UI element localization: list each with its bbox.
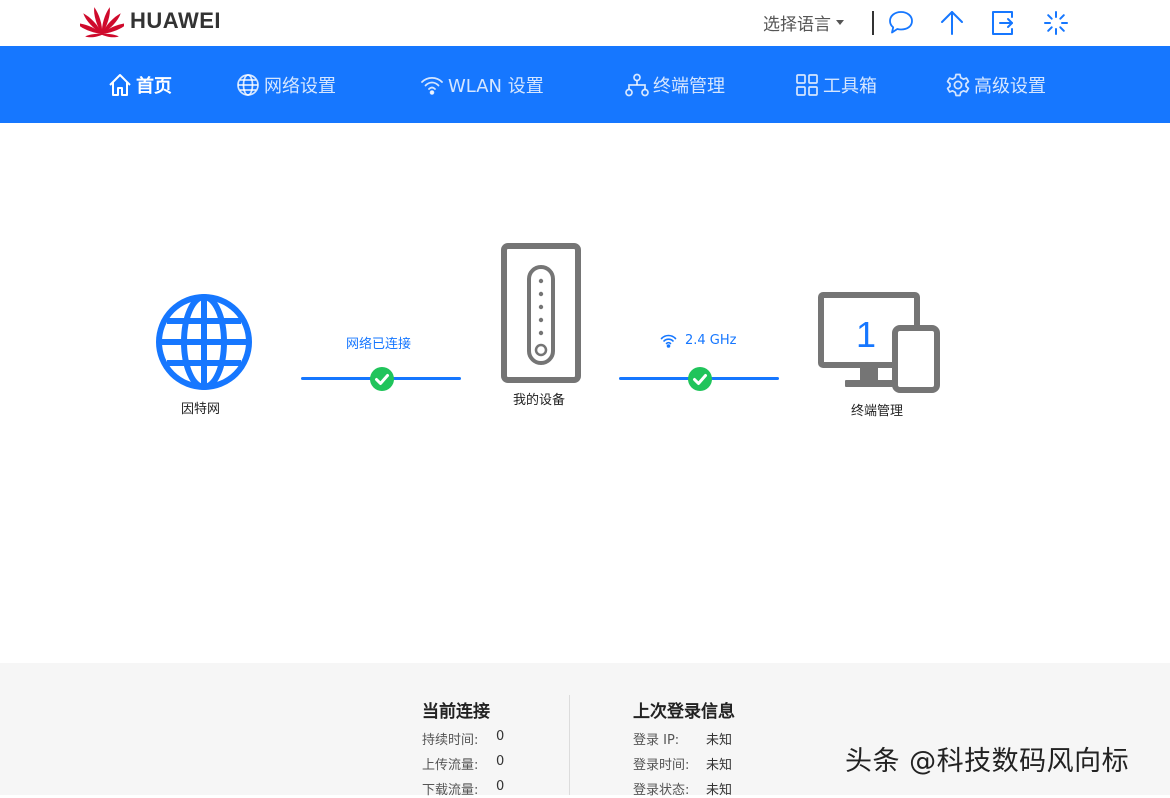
internet-label: 因特网 bbox=[181, 402, 221, 417]
nav-terminal-label: 终端管理 bbox=[653, 75, 725, 97]
wifi-band-text: 2.4 GHz bbox=[685, 333, 737, 348]
current-connection-title: 当前连接 bbox=[422, 702, 490, 722]
wan-status-text: 网络已连接 bbox=[346, 337, 412, 352]
monitor-tablet-icon bbox=[818, 292, 940, 393]
top-bar: HUAWEI 选择语言 bbox=[0, 0, 1170, 46]
language-selector[interactable]: 选择语言 bbox=[763, 10, 844, 35]
topology-icon bbox=[625, 73, 649, 96]
language-label: 选择语言 bbox=[763, 15, 831, 35]
huawei-logo[interactable]: HUAWEI bbox=[80, 3, 221, 39]
nav-toolbox-label: 工具箱 bbox=[823, 75, 877, 97]
nav-terminal-management[interactable]: 终端管理 bbox=[624, 46, 725, 123]
nav-wlan-settings[interactable]: WLAN 设置 bbox=[419, 46, 544, 123]
caret-down-icon bbox=[836, 20, 844, 25]
login-status-label: 登录状态: bbox=[633, 783, 690, 798]
nav-network-settings[interactable]: 网络设置 bbox=[235, 46, 336, 123]
watermark-text: 头条 @科技数码风向标 bbox=[845, 746, 1130, 777]
gear-icon bbox=[946, 73, 970, 96]
info-panel: 当前连接 持续时间: 0 上传流量: 0 下载流量: 0 上次登录信息 登录 I… bbox=[0, 663, 1170, 798]
wan-connected-check-icon bbox=[370, 367, 394, 391]
login-status-value: 未知 bbox=[706, 783, 733, 798]
upload-label: 上传流量: bbox=[422, 758, 479, 773]
grid-icon bbox=[796, 73, 818, 96]
download-value: 0 bbox=[496, 779, 505, 794]
wlan-connected-check-icon bbox=[688, 367, 712, 391]
chat-bubble-icon[interactable] bbox=[887, 9, 915, 37]
last-login-title: 上次登录信息 bbox=[633, 702, 735, 722]
brand-name: HUAWEI bbox=[130, 8, 221, 33]
internet-globe-icon[interactable] bbox=[154, 292, 254, 392]
terminal-count: 1 bbox=[856, 314, 877, 355]
nav-advanced-label: 高级设置 bbox=[974, 75, 1046, 97]
router-device-icon[interactable] bbox=[501, 243, 581, 383]
nav-advanced-settings[interactable]: 高级设置 bbox=[945, 46, 1046, 123]
upload-value: 0 bbox=[496, 754, 505, 769]
duration-label: 持续时间: bbox=[422, 733, 479, 748]
terminal-devices[interactable]: 1 bbox=[818, 292, 940, 394]
upgrade-arrow-icon[interactable] bbox=[938, 9, 966, 37]
nav-home[interactable]: 首页 bbox=[107, 46, 172, 123]
login-ip-label: 登录 IP: bbox=[633, 733, 680, 748]
logout-icon[interactable] bbox=[990, 9, 1018, 37]
download-label: 下载流量: bbox=[422, 783, 479, 798]
info-divider bbox=[569, 695, 570, 795]
header-divider bbox=[872, 11, 874, 35]
duration-value: 0 bbox=[496, 729, 505, 744]
globe-icon bbox=[237, 73, 259, 96]
login-time-label: 登录时间: bbox=[633, 758, 690, 773]
wifi-icon bbox=[421, 76, 443, 95]
home-icon bbox=[109, 73, 131, 96]
loading-spinner-icon[interactable] bbox=[1042, 9, 1070, 37]
terminal-management-label: 终端管理 bbox=[851, 404, 904, 419]
login-time-value: 未知 bbox=[706, 758, 733, 773]
wifi-small-icon bbox=[660, 334, 677, 348]
nav-wlan-label: WLAN 设置 bbox=[448, 75, 544, 97]
main-nav: 首页 网络设置 WLAN 设置 终端管理 工具箱 高级设置 bbox=[0, 46, 1170, 123]
nav-home-label: 首页 bbox=[136, 75, 172, 97]
nav-toolbox[interactable]: 工具箱 bbox=[794, 46, 877, 123]
my-device-label: 我的设备 bbox=[513, 393, 566, 408]
huawei-flower-icon bbox=[80, 7, 124, 38]
login-ip-value: 未知 bbox=[706, 733, 733, 748]
nav-network-label: 网络设置 bbox=[264, 75, 336, 97]
